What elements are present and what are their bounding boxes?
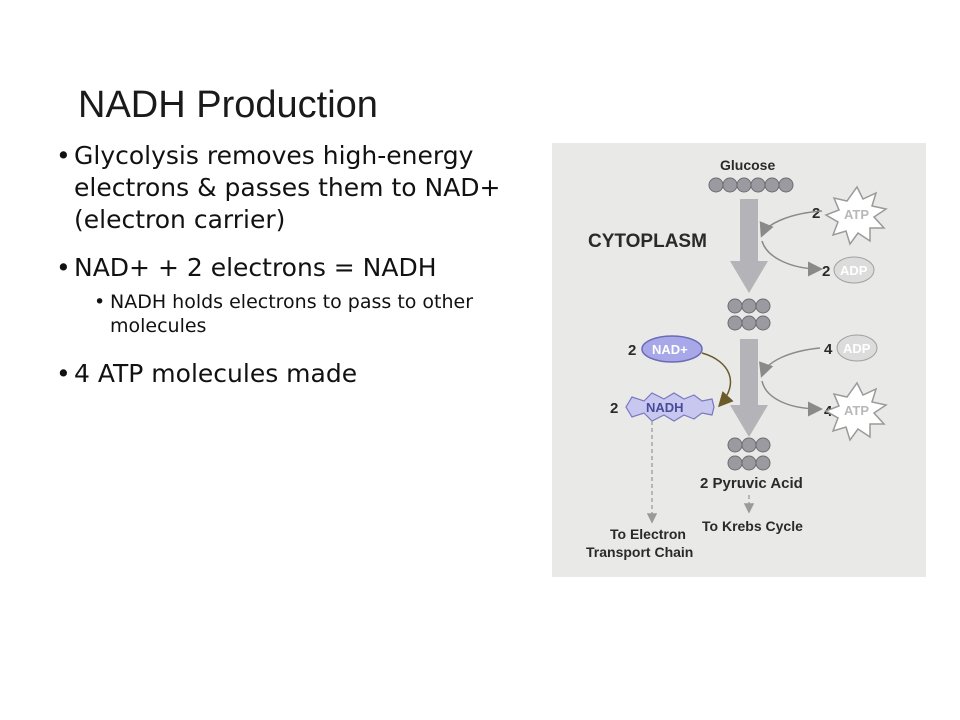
bullet-dot: • (56, 253, 71, 282)
nadh-count: 2 (610, 400, 618, 417)
glucose-molecule (708, 177, 794, 193)
to-etc-label-line1: To Electron (610, 526, 686, 542)
bullet-glycolysis: • Glycolysis removes high-energy electro… (56, 140, 536, 236)
bullet-dot: • (56, 359, 71, 388)
cytoplasm-label: CYTOPLASM (588, 231, 707, 252)
adp-in-arrow (758, 347, 821, 378)
adp-out-label: ADP (840, 263, 868, 278)
atp-in-count: 2 (812, 205, 820, 222)
nadh-icon (625, 392, 715, 422)
bullet-list: • Glycolysis removes high-energy electro… (56, 140, 536, 390)
atp-out-arrow (761, 380, 823, 417)
fructose-molecule (727, 298, 771, 331)
adp-out-icon (833, 256, 875, 284)
nad-icon (641, 335, 703, 363)
bullet-nad-equation: • NAD+ + 2 electrons = NADH (56, 252, 536, 284)
bullet-text: 4 ATP molecules made (74, 359, 358, 388)
adp-in-icon (836, 334, 878, 362)
to-etc-label-line2: Transport Chain (586, 544, 693, 560)
nad-to-nadh-arrow (701, 352, 734, 408)
bullet-text: NAD+ + 2 electrons = NADH (74, 253, 437, 282)
glycolysis-diagram: Glucose CYTOPLASM 2 ATP 2 ADP (552, 143, 926, 577)
nad-count: 2 (628, 342, 636, 359)
adp-in-count: 4 (824, 341, 833, 358)
nad-label: NAD+ (652, 342, 688, 357)
bullet-text: NADH holds electrons to pass to other mo… (110, 291, 474, 337)
pyruvic-acid-label: 2 Pyruvic Acid (700, 475, 803, 492)
atp-starburst-icon (824, 381, 888, 442)
atp-out-label: ATP (844, 403, 869, 418)
sub-bullet-nadh-holds: • NADH holds electrons to pass to other … (94, 290, 536, 338)
adp-out-arrow (761, 240, 823, 277)
slide-title: NADH Production (78, 84, 378, 126)
adp-in-label: ADP (843, 341, 871, 356)
bullet-dot: • (56, 141, 71, 170)
atp-starburst-icon (824, 185, 888, 246)
nadh-label: NADH (646, 400, 684, 415)
bullet-dot: • (94, 291, 106, 313)
bullet-text: Glycolysis removes high-energy electrons… (74, 141, 501, 234)
pyruvic-acid-molecule (727, 437, 771, 471)
glycolysis-diagram-svg: Glucose CYTOPLASM 2 ATP 2 ADP (586, 157, 888, 560)
atp-in-arrow (759, 210, 823, 238)
main-down-arrow-upper (730, 199, 768, 293)
bullet-atp-made: • 4 ATP molecules made (56, 358, 536, 390)
to-krebs-label: To Krebs Cycle (702, 518, 803, 534)
main-down-arrow-lower (730, 339, 768, 437)
glucose-label: Glucose (720, 157, 775, 173)
atp-in-label: ATP (844, 207, 869, 222)
adp-out-count: 2 (822, 263, 830, 280)
